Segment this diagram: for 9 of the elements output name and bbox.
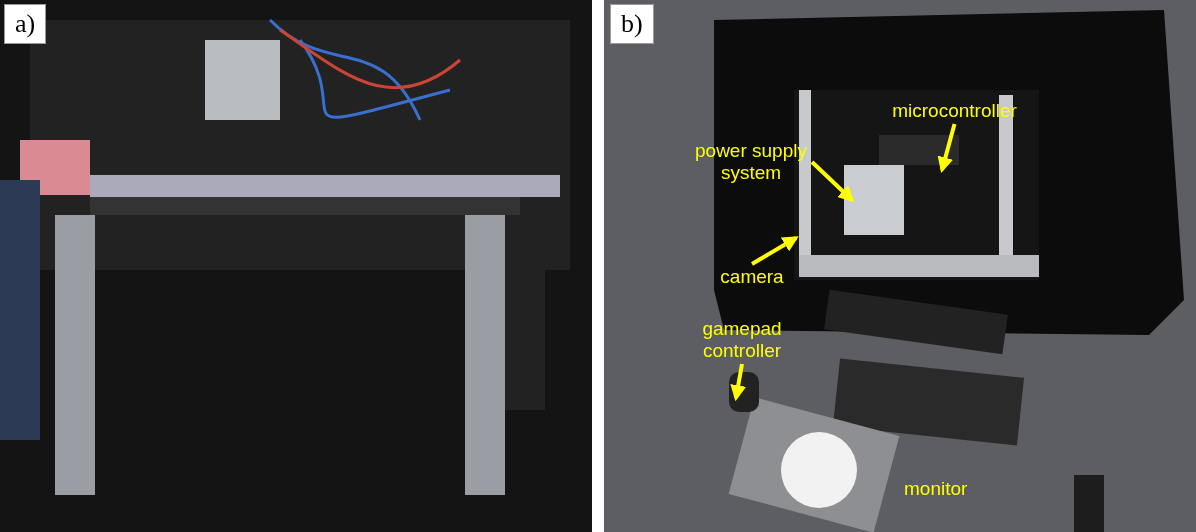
callout-label: camera xyxy=(706,266,798,288)
arrow xyxy=(730,363,747,402)
callout-label: monitor xyxy=(904,478,968,500)
arrow xyxy=(810,160,855,203)
panel-label: b) xyxy=(610,4,654,44)
arrow xyxy=(937,123,957,174)
callout-label: gamepad controller xyxy=(696,318,788,362)
arrow xyxy=(751,236,799,266)
panel-label: a) xyxy=(4,4,47,44)
